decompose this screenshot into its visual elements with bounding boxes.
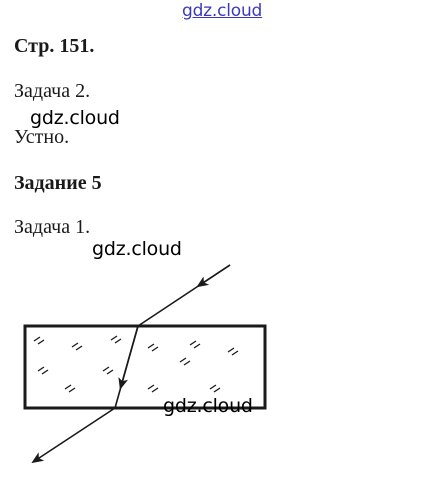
watermark-3: gdz.cloud [163, 395, 253, 417]
glass-block-icon [23, 324, 267, 410]
incident-ray-icon [137, 264, 231, 327]
task-2-label: Задача 2. [14, 80, 91, 102]
emergent-ray-icon [31, 407, 116, 464]
site-link[interactable]: gdz.cloud [182, 1, 263, 21]
task-2-answer: Устно. [14, 126, 70, 148]
section-title: Задание 5 [14, 172, 102, 194]
refraction-diagram [23, 264, 267, 464]
watermark-1: gdz.cloud [30, 107, 120, 129]
task-1-label: Задача 1. [14, 216, 91, 238]
page-title: Стр. 151. [14, 35, 95, 57]
watermark-2: gdz.cloud [92, 238, 182, 260]
refracted-ray-icon [114, 325, 139, 409]
